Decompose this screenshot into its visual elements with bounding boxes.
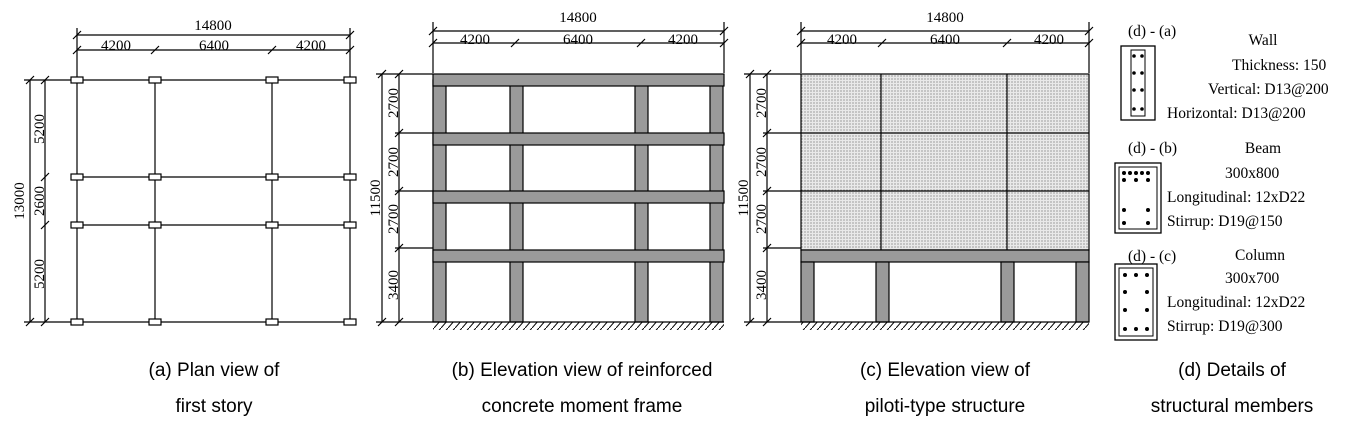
a-dim-total-x: 14800 xyxy=(194,18,232,34)
b-dim-story-1: 2700 xyxy=(386,88,402,118)
c-dim-story-4: 3400 xyxy=(754,270,770,300)
c-dim-bay-x-3: 4200 xyxy=(1034,32,1064,48)
b-dim-total-x: 14800 xyxy=(559,10,597,26)
panel-a-plan-view: 14800 4200 6400 4200 13000 5200 2600 520… xyxy=(12,18,357,417)
b-dim-story-2: 2700 xyxy=(386,147,402,177)
d-caption-line2: structural members xyxy=(1151,396,1314,417)
c-walls xyxy=(800,73,1090,251)
c-transfer-beam xyxy=(800,249,1090,263)
detail-wall: (d) - (a) Wall Thickness: 150 Vertical: … xyxy=(1120,23,1329,122)
b-beams xyxy=(432,73,725,263)
c-dim-total-x: 14800 xyxy=(926,10,964,26)
c-caption-line2: piloti-type structure xyxy=(865,396,1026,417)
b-caption-line2: concrete moment frame xyxy=(482,396,683,417)
a-dim-bay-y-1: 5200 xyxy=(32,114,48,144)
a-caption-line1: (a) Plan view of xyxy=(149,360,281,381)
b-dim-bay-x-3: 4200 xyxy=(668,32,698,48)
c-dim-bay-x-2: 6400 xyxy=(930,32,960,48)
c-dim-bay-x-1: 4200 xyxy=(827,32,857,48)
b-dim-bay-x-2: 6400 xyxy=(563,32,593,48)
beam-name: Beam xyxy=(1245,140,1281,157)
column-name: Column xyxy=(1235,247,1285,264)
beam-section-icon xyxy=(1114,162,1162,234)
beam-longitudinal: Longitudinal: 12xD22 xyxy=(1167,189,1305,206)
c-caption-line1: (c) Elevation view of xyxy=(860,360,1031,381)
column-longitudinal: Longitudinal: 12xD22 xyxy=(1167,294,1305,311)
c-dim-story-2: 2700 xyxy=(754,147,770,177)
b-dim-story-4: 3400 xyxy=(386,270,402,300)
b-dim-total-h: 11500 xyxy=(368,180,384,217)
c-piloti-columns xyxy=(800,261,1090,323)
c-dim-total-h: 11500 xyxy=(736,180,752,217)
wall-name: Wall xyxy=(1249,32,1278,49)
panel-b-moment-frame: 14800 4200 6400 4200 11500 2700 2700 270… xyxy=(368,10,729,417)
a-dim-bay-x-2: 6400 xyxy=(199,38,229,54)
panel-d-details: (d) - (a) Wall Thickness: 150 Vertical: … xyxy=(1114,23,1329,417)
column-size: 300x700 xyxy=(1225,270,1280,287)
b-caption-line1: (b) Elevation view of reinforced xyxy=(452,360,713,381)
a-dim-bay-x-1: 4200 xyxy=(101,38,131,54)
column-tag: (d) - (c) xyxy=(1128,248,1176,265)
detail-beam: (d) - (b) Beam 300x800 Longitudinal: 12x… xyxy=(1114,140,1305,234)
panel-c-piloti: 14800 4200 6400 4200 11500 2700 2700 270… xyxy=(736,10,1094,417)
beam-size: 300x800 xyxy=(1225,165,1280,182)
wall-vertical: Vertical: D13@200 xyxy=(1208,81,1329,98)
c-dim-story-3: 2700 xyxy=(754,204,770,234)
detail-column: (d) - (c) Column 300x700 Longitudinal: 1… xyxy=(1114,247,1305,341)
a-dim-bay-x-3: 4200 xyxy=(296,38,326,54)
column-stirrup: Stirrup: D19@300 xyxy=(1167,318,1283,335)
wall-horizontal: Horizontal: D13@200 xyxy=(1167,105,1306,122)
beam-tag: (d) - (b) xyxy=(1128,140,1177,157)
c-ground-hatch xyxy=(801,322,1089,330)
b-ground-hatch xyxy=(433,322,724,330)
plan-columns xyxy=(70,76,357,326)
a-dim-bay-y-3: 5200 xyxy=(32,259,48,289)
d-caption-line1: (d) Details of xyxy=(1178,360,1286,381)
c-dim-story-1: 2700 xyxy=(754,88,770,118)
b-dim-story-3: 2700 xyxy=(386,204,402,234)
beam-stirrup: Stirrup: D19@150 xyxy=(1167,213,1283,230)
wall-thickness: Thickness: 150 xyxy=(1232,57,1327,74)
b-dim-bay-x-1: 4200 xyxy=(460,32,490,48)
wall-tag: (d) - (a) xyxy=(1128,23,1176,40)
plan-grid xyxy=(76,79,351,323)
a-dim-total-y: 13000 xyxy=(12,182,28,220)
a-dim-bay-y-2: 2600 xyxy=(32,186,48,216)
a-caption-line2: first story xyxy=(175,396,253,417)
wall-section-icon xyxy=(1120,45,1156,121)
